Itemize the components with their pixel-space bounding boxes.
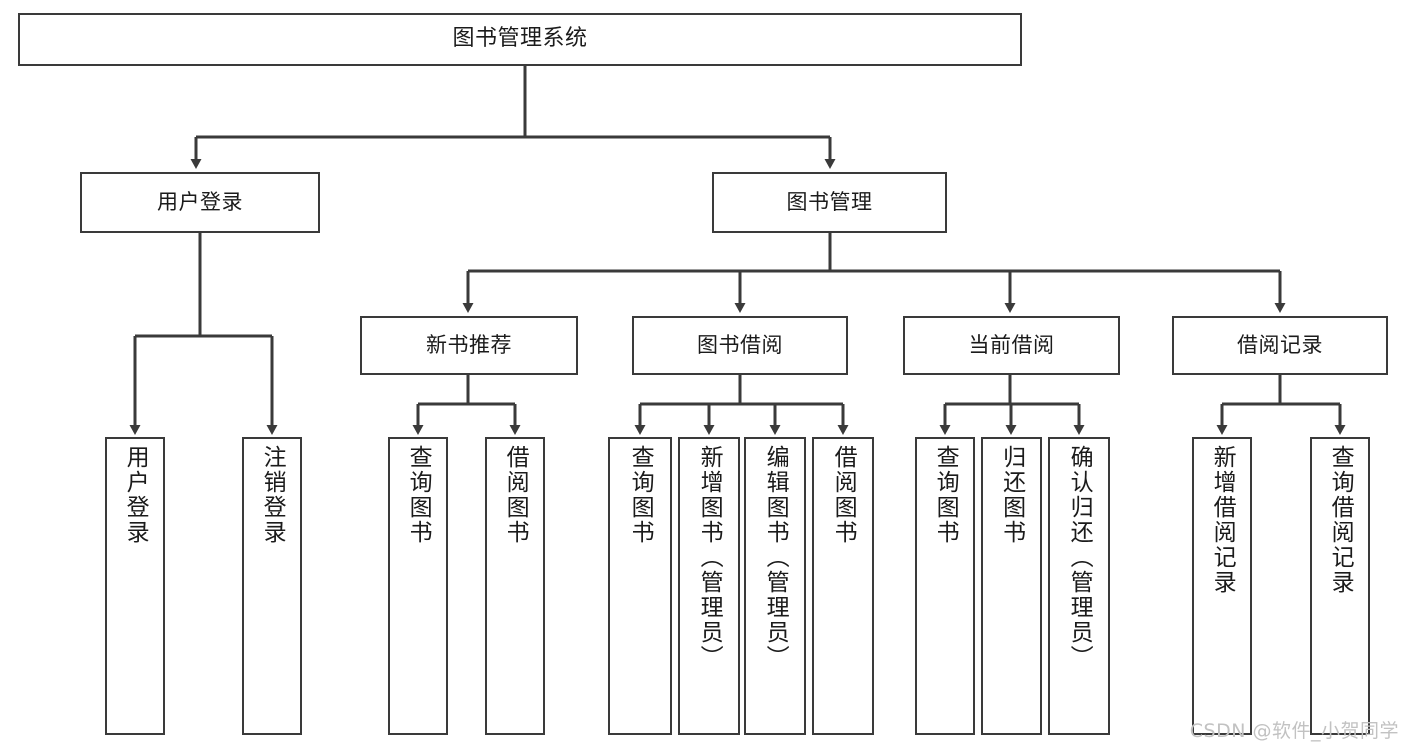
csdn-watermark: CSDN @软件_小贺同学 <box>1189 720 1399 742</box>
node-book-borrow[interactable]: 图书借阅 <box>632 316 848 375</box>
leaf-bb-query-book-label: 查询图书 <box>627 445 654 545</box>
leaf-cb-query-book[interactable]: 查询图书 <box>915 437 975 735</box>
node-new-book-recommend[interactable]: 新书推荐 <box>360 316 578 375</box>
node-book-management[interactable]: 图书管理 <box>712 172 947 233</box>
leaf-user-login-label: 用户登录 <box>122 445 149 545</box>
node-book-borrow-label: 图书借阅 <box>697 332 783 357</box>
leaf-bb-add-book[interactable]: 新增图书（管理员） <box>678 437 740 735</box>
leaf-br-add-record-label: 新增借阅记录 <box>1209 445 1236 595</box>
node-book-management-label: 图书管理 <box>786 189 873 214</box>
leaf-bb-query-book[interactable]: 查询图书 <box>608 437 672 735</box>
node-current-borrow-label: 当前借阅 <box>968 332 1055 357</box>
leaf-nb-query-book-label: 查询图书 <box>405 445 432 545</box>
node-root-label: 图书管理系统 <box>452 26 588 52</box>
leaf-cb-confirm-return-label: 确认归还（管理员） <box>1066 445 1093 670</box>
node-borrow-record[interactable]: 借阅记录 <box>1172 316 1388 375</box>
leaf-nb-borrow-book-label: 借阅图书 <box>502 445 529 545</box>
leaf-user-login[interactable]: 用户登录 <box>105 437 165 735</box>
leaf-bb-borrow-book[interactable]: 借阅图书 <box>812 437 874 735</box>
node-borrow-record-label: 借阅记录 <box>1237 332 1323 357</box>
leaf-cb-return-book[interactable]: 归还图书 <box>981 437 1042 735</box>
leaf-br-query-record[interactable]: 查询借阅记录 <box>1310 437 1370 735</box>
leaf-bb-edit-book-label: 编辑图书（管理员） <box>762 445 789 670</box>
leaf-cb-query-book-label: 查询图书 <box>932 445 959 545</box>
leaf-cb-return-book-label: 归还图书 <box>998 445 1025 545</box>
node-user-login[interactable]: 用户登录 <box>80 172 320 233</box>
node-root[interactable]: 图书管理系统 <box>18 13 1022 66</box>
leaf-logout-label: 注销登录 <box>259 445 286 545</box>
leaf-br-query-record-label: 查询借阅记录 <box>1327 445 1354 595</box>
leaf-nb-borrow-book[interactable]: 借阅图书 <box>485 437 545 735</box>
leaf-bb-add-book-label: 新增图书（管理员） <box>696 445 723 670</box>
leaf-cb-confirm-return[interactable]: 确认归还（管理员） <box>1048 437 1110 735</box>
leaf-bb-edit-book[interactable]: 编辑图书（管理员） <box>744 437 806 735</box>
leaf-br-add-record[interactable]: 新增借阅记录 <box>1192 437 1252 735</box>
node-new-book-recommend-label: 新书推荐 <box>426 332 512 357</box>
node-current-borrow[interactable]: 当前借阅 <box>903 316 1120 375</box>
leaf-nb-query-book[interactable]: 查询图书 <box>388 437 448 735</box>
leaf-bb-borrow-book-label: 借阅图书 <box>830 445 857 545</box>
leaf-logout[interactable]: 注销登录 <box>242 437 302 735</box>
node-user-login-label: 用户登录 <box>157 189 243 214</box>
